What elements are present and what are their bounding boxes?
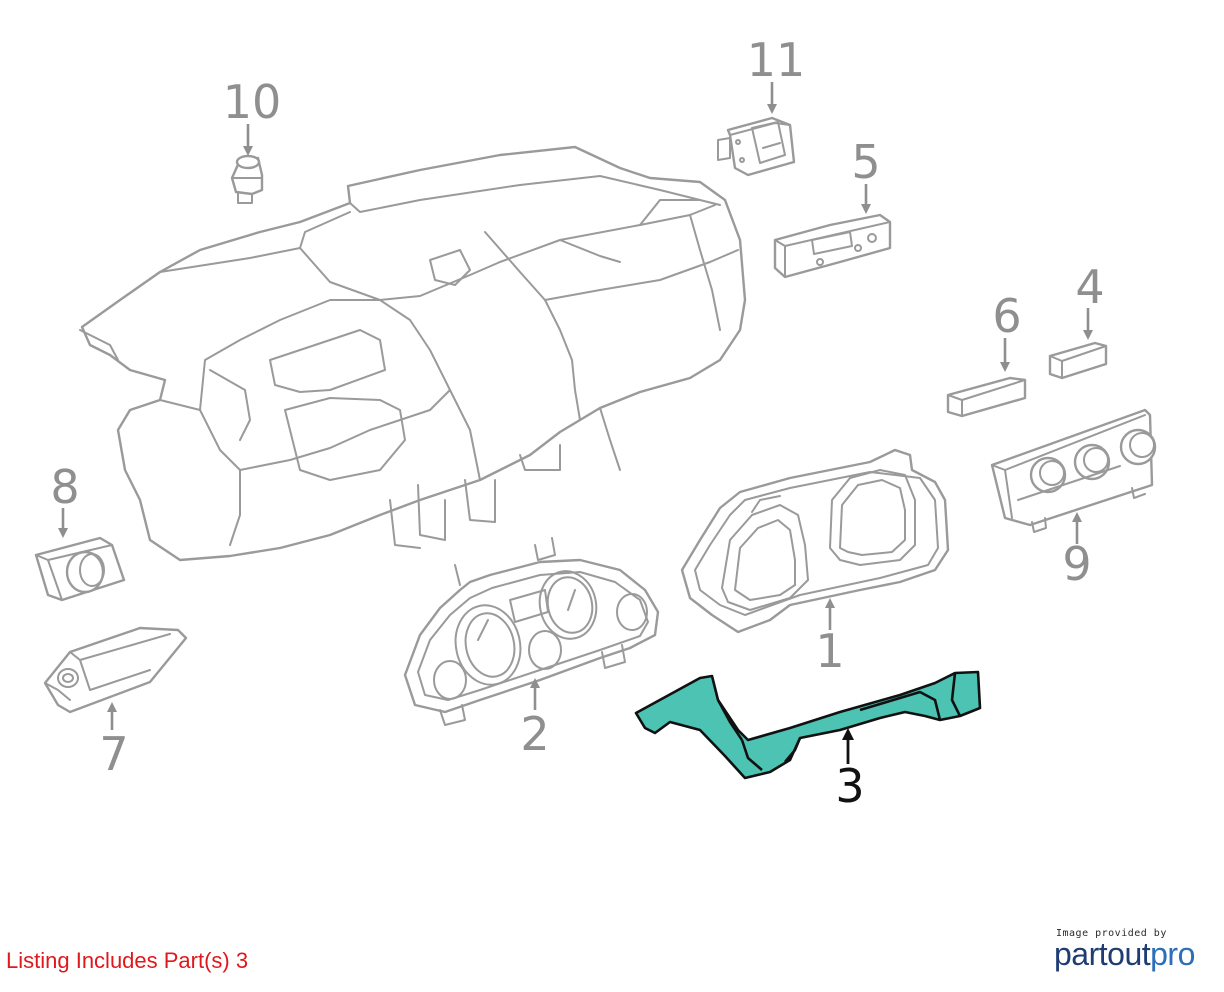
- part-2-cluster: [403, 537, 660, 726]
- callout-3: 3: [835, 759, 864, 813]
- credit-caption: Image provided by: [1056, 928, 1167, 939]
- brand-text-part1: partout: [1054, 936, 1151, 972]
- part-6-block: [946, 376, 1027, 418]
- callout-11: 11: [747, 33, 806, 87]
- part-5-module: [773, 213, 892, 279]
- listing-includes-text: Listing Includes Part(s) 3: [6, 948, 249, 973]
- partoutpro-logo[interactable]: partoutpro: [1054, 936, 1214, 972]
- instrument-panel: [79, 145, 747, 562]
- part-3-highlighted-trim[interactable]: [634, 670, 982, 780]
- callout-7: 7: [99, 727, 128, 781]
- part-1-cluster-bezel: [680, 448, 950, 634]
- part-4-block: [1048, 341, 1108, 380]
- callout-5: 5: [851, 135, 880, 189]
- callout-1: 1: [815, 624, 844, 678]
- callout-2: 2: [520, 707, 549, 761]
- leader-lines: [58, 82, 1093, 764]
- callout-10: 10: [223, 75, 282, 129]
- brand-text-part2: pro: [1150, 936, 1195, 972]
- part-11-switch: [717, 116, 796, 177]
- callout-4: 4: [1075, 260, 1104, 314]
- callout-6: 6: [992, 289, 1021, 343]
- image-credit: Image provided by partoutpro: [1054, 928, 1214, 972]
- part-8-knob-switch: [34, 536, 126, 602]
- part-10-sensor: [230, 154, 264, 204]
- callout-8: 8: [50, 460, 79, 514]
- callout-9: 9: [1062, 537, 1091, 591]
- callout-labels: 10 11 5 6 4 9 1 2 8 7 3: [50, 33, 1104, 813]
- part-7-trim: [43, 626, 188, 714]
- part-9-climate-control: [990, 408, 1157, 533]
